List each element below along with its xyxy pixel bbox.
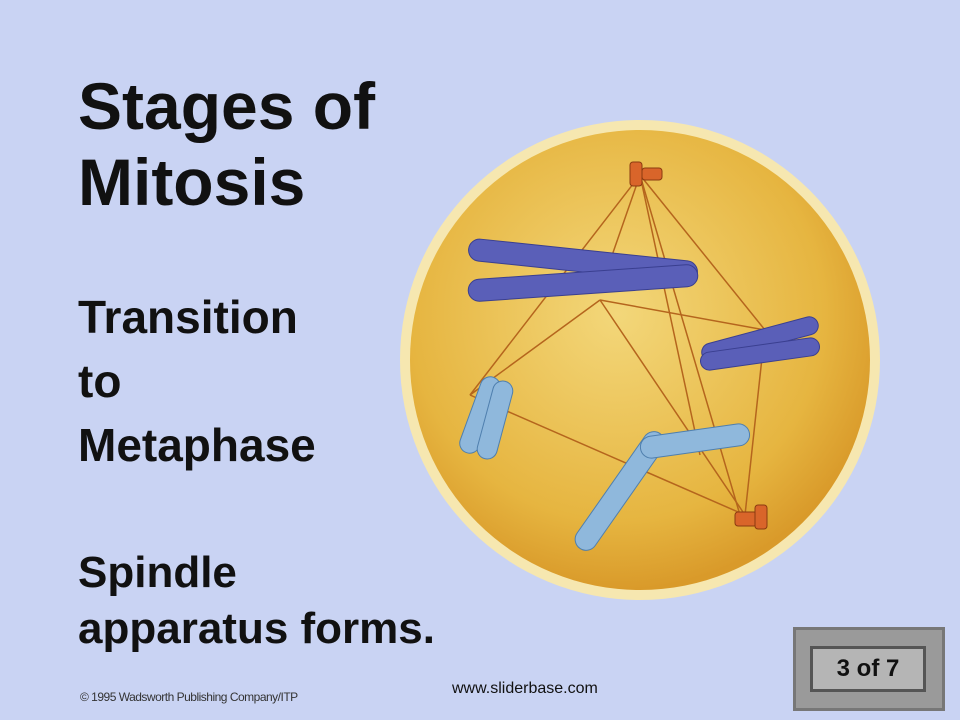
website-link[interactable]: www.sliderbase.com: [452, 680, 598, 697]
title-line: Stages of: [78, 69, 376, 143]
slide-counter: 3 of 7: [810, 646, 926, 692]
title-line: Mitosis: [78, 145, 306, 219]
chromosome-light-1: [459, 376, 514, 460]
copyright: © 1995 Wadsworth Publishing Company/ITP: [80, 690, 298, 704]
slide-title: Stages of Mitosis: [78, 68, 375, 220]
subtitle-line: Transition: [78, 291, 298, 343]
slide-subtitle: Transition to Metaphase: [78, 285, 316, 477]
description-line: Spindle: [78, 548, 237, 597]
chromosome-dark-1: [467, 238, 699, 302]
chromosome-light-2: [574, 423, 751, 551]
chromosome-dark-2: [699, 316, 821, 371]
subtitle-line: to: [78, 355, 122, 407]
slide-counter-button[interactable]: 3 of 7: [793, 627, 945, 711]
subtitle-line: Metaphase: [78, 419, 316, 471]
centriole-icon: [629, 161, 768, 530]
slide-description: Spindle apparatus forms.: [78, 545, 435, 657]
description-line: apparatus forms.: [78, 604, 435, 653]
